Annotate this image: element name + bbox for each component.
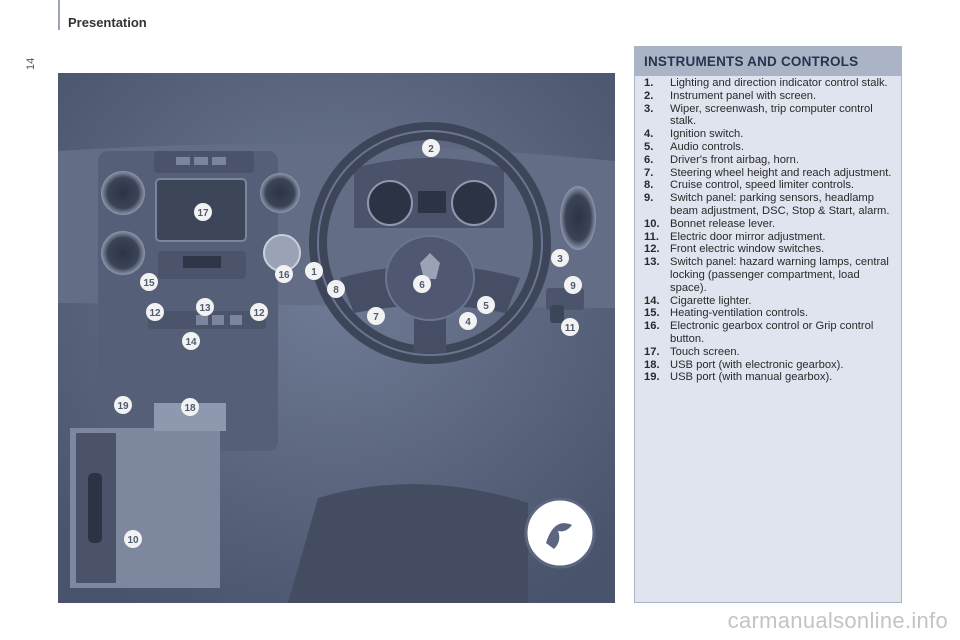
svg-text:19: 19 bbox=[117, 401, 129, 412]
svg-text:3: 3 bbox=[557, 254, 563, 265]
svg-text:12: 12 bbox=[149, 308, 161, 319]
item-number: 16. bbox=[644, 320, 660, 333]
item-number: 2. bbox=[644, 89, 654, 102]
item-text: Audio controls. bbox=[670, 140, 745, 153]
item-text: Bonnet release lever. bbox=[670, 217, 776, 230]
dashboard-illustration: 1 2 3 4 5 6 7 8 9 10 11 12 12 13 14 15 1… bbox=[58, 73, 615, 603]
item-number: 4. bbox=[644, 128, 654, 141]
svg-text:6: 6 bbox=[419, 280, 425, 291]
item-text: Instrument panel with screen. bbox=[670, 89, 817, 102]
svg-text:16: 16 bbox=[278, 270, 290, 281]
list-item: 6. Driver's front airbag, horn. bbox=[644, 154, 896, 167]
svg-text:5: 5 bbox=[483, 301, 489, 312]
list-item: 5. Audio controls. bbox=[644, 141, 896, 154]
list-item: 2. Instrument panel with screen. bbox=[644, 90, 896, 103]
list-item: 11. Electric door mirror adjustment. bbox=[644, 231, 896, 244]
svg-text:7: 7 bbox=[373, 312, 379, 323]
page-number: 14 bbox=[25, 57, 37, 70]
callout-labels: 1 2 3 4 5 6 7 8 9 10 11 12 12 13 14 15 1… bbox=[114, 139, 582, 548]
dashboard-drawing: 1 2 3 4 5 6 7 8 9 10 11 12 12 13 14 15 1… bbox=[58, 73, 615, 603]
list-item: 16. Electronic gearbox control or Grip co… bbox=[644, 320, 896, 346]
svg-text:2: 2 bbox=[428, 144, 434, 155]
item-text: Switch panel: hazard warning lamps, cent… bbox=[670, 256, 889, 294]
header-rule bbox=[58, 0, 60, 30]
list-item: 1. Lighting and direction indicator contr… bbox=[644, 77, 896, 90]
item-number: 13. bbox=[644, 256, 660, 269]
item-number: 14. bbox=[644, 294, 660, 307]
svg-text:15: 15 bbox=[143, 278, 155, 289]
item-number: 6. bbox=[644, 153, 654, 166]
list-item: 12. Front electric window switches. bbox=[644, 243, 896, 256]
item-number: 9. bbox=[644, 192, 654, 205]
controls-list: 1. Lighting and direction indicator contr… bbox=[644, 77, 896, 384]
svg-text:4: 4 bbox=[465, 317, 471, 328]
item-text: Electric door mirror adjustment. bbox=[670, 230, 826, 243]
instruments-controls-panel: INSTRUMENTS AND CONTROLS 1. Lighting and … bbox=[634, 46, 902, 603]
svg-text:10: 10 bbox=[127, 535, 139, 546]
item-number: 8. bbox=[644, 179, 654, 192]
item-number: 17. bbox=[644, 345, 660, 358]
svg-text:12: 12 bbox=[253, 308, 265, 319]
svg-text:9: 9 bbox=[570, 281, 576, 292]
item-text: USB port (with electronic gearbox). bbox=[670, 358, 844, 371]
section-title: Presentation bbox=[68, 15, 147, 30]
item-number: 3. bbox=[644, 102, 654, 115]
svg-text:17: 17 bbox=[197, 208, 209, 219]
list-item: 10. Bonnet release lever. bbox=[644, 218, 896, 231]
item-text: Heating-ventilation controls. bbox=[670, 307, 809, 320]
list-item: 7. Steering wheel height and reach adjust… bbox=[644, 167, 896, 180]
item-text: Touch screen. bbox=[670, 345, 740, 358]
item-number: 15. bbox=[644, 307, 660, 320]
item-text: USB port (with manual gearbox). bbox=[670, 371, 833, 384]
item-text: Cruise control, speed limiter controls. bbox=[670, 179, 855, 192]
footer-watermark: carmanualsonline.info bbox=[727, 608, 948, 633]
item-text: Electronic gearbox control or Grip contr… bbox=[670, 320, 874, 345]
item-number: 12. bbox=[644, 243, 660, 256]
item-number: 11. bbox=[644, 230, 659, 243]
item-number: 7. bbox=[644, 166, 654, 179]
svg-text:11: 11 bbox=[565, 323, 576, 334]
item-text: Switch panel: parking sensors, headlamp … bbox=[670, 192, 890, 217]
item-number: 19. bbox=[644, 371, 660, 384]
list-item: 19. USB port (with manual gearbox). bbox=[644, 371, 896, 384]
list-item: 8. Cruise control, speed limiter controls… bbox=[644, 179, 896, 192]
list-item: 15. Heating-ventilation controls. bbox=[644, 307, 896, 320]
item-number: 18. bbox=[644, 358, 660, 371]
list-item: 3. Wiper, screenwash, trip computer contr… bbox=[644, 103, 896, 129]
svg-text:18: 18 bbox=[184, 403, 196, 414]
list-item: 13. Switch panel: hazard warning lamps, c… bbox=[644, 256, 896, 294]
item-text: Steering wheel height and reach adjustme… bbox=[670, 166, 892, 179]
item-text: Driver's front airbag, horn. bbox=[670, 153, 799, 166]
item-number: 10. bbox=[644, 217, 660, 230]
panel-title: INSTRUMENTS AND CONTROLS bbox=[635, 47, 901, 76]
svg-text:13: 13 bbox=[199, 303, 211, 314]
item-text: Front electric window switches. bbox=[670, 243, 825, 256]
item-text: Ignition switch. bbox=[670, 128, 744, 141]
svg-text:8: 8 bbox=[333, 285, 339, 296]
item-text: Lighting and direction indicator control… bbox=[670, 77, 888, 89]
item-number: 1. bbox=[644, 77, 654, 89]
list-item: 14. Cigarette lighter. bbox=[644, 295, 896, 308]
list-item: 4. Ignition switch. bbox=[644, 128, 896, 141]
item-text: Wiper, screenwash, trip computer control… bbox=[670, 102, 873, 128]
list-item: 9. Switch panel: parking sensors, headlam… bbox=[644, 192, 896, 218]
list-item: 18. USB port (with electronic gearbox). bbox=[644, 359, 896, 372]
item-number: 5. bbox=[644, 140, 654, 153]
svg-text:14: 14 bbox=[185, 337, 197, 348]
item-text: Cigarette lighter. bbox=[670, 294, 752, 307]
svg-text:1: 1 bbox=[311, 267, 317, 278]
list-item: 17. Touch screen. bbox=[644, 346, 896, 359]
